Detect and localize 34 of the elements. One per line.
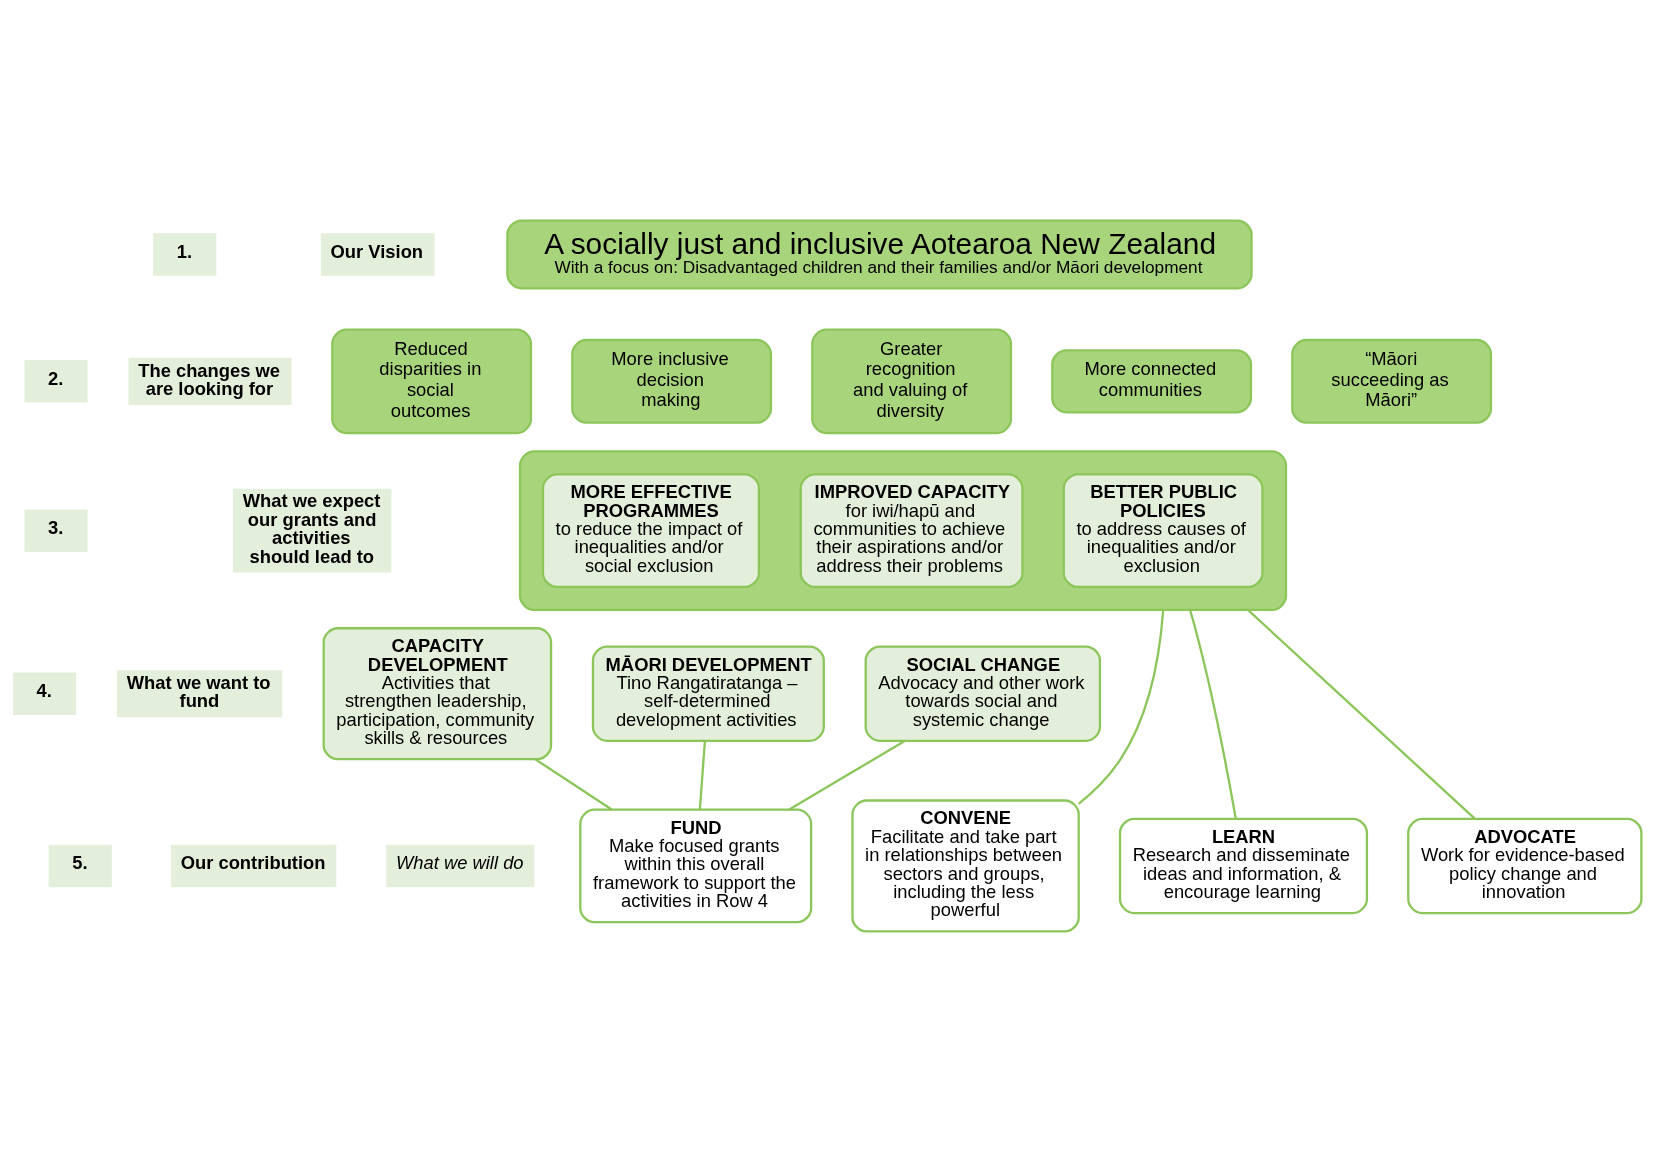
label: Our contribution [180,851,326,873]
node-box: MORE EFFECTIVE PROGRAMMES to reduce the impact of inequalities and/or social exclusion [541,472,761,588]
connector [1078,609,1165,805]
node-box: Reduced disparities in social outcomes [331,328,533,434]
label: 5. [72,851,88,873]
node-box: More connected communities [1051,348,1253,413]
label: 2. [48,367,64,389]
node-box: FUND Make focused grants within this overall framework to support the activities in Row 4 [579,808,813,923]
node-box: More inclusive decision making [571,338,773,424]
node-box: MĀORI DEVELOPMENT Tino Rangatiratanga – self-determined development activities [591,644,825,742]
node-box: A socially just and inclusive Aotearoa New Zealand With a focus on: Disadvantaged children and their families and/or Māori development [506,218,1253,289]
label: Our Vision [330,240,424,262]
connector [1247,608,1476,819]
label: The changes we are looking for [138,359,281,399]
node-box: Greater recognition and valuing of diversity [811,328,1013,434]
node-box: ADVOCATE Work for evidence-based policy change and innovation [1407,817,1643,914]
node-box: CONVENE Facilitate and take part in relationships between sectors and groups, including the less powerful [851,798,1080,933]
connector [1188,609,1237,819]
node-box: IMPROVED CAPACITY for iwi/hapū and communities to achieve their aspirations and/or address their problems [799,472,1024,588]
connector [698,740,707,809]
label: What we want to fund [126,671,271,711]
connector [788,739,906,810]
cluster [518,449,1288,611]
node-box: “Māori succeeding as Māori” [1291,338,1493,424]
label: What we expect our grants and activities should lead to [242,489,381,567]
node-box: LEARN Research and disseminate ideas and information, & encourage learning [1118,817,1369,914]
label: What we will do [396,851,524,873]
label: 1. [176,240,192,262]
node-box: CAPACITY DEVELOPMENT Activities that strengthen leadership, participation, community skills & resources [322,626,553,760]
connector [534,757,613,810]
node-box: SOCIAL CHANGE Advocacy and other work towards social and systemic change [864,644,1102,742]
node-box: BETTER PUBLIC POLICIES to address causes of inequalities and/or exclusion [1062,472,1264,588]
label: 3. [48,516,64,538]
label: 4. [36,679,52,701]
